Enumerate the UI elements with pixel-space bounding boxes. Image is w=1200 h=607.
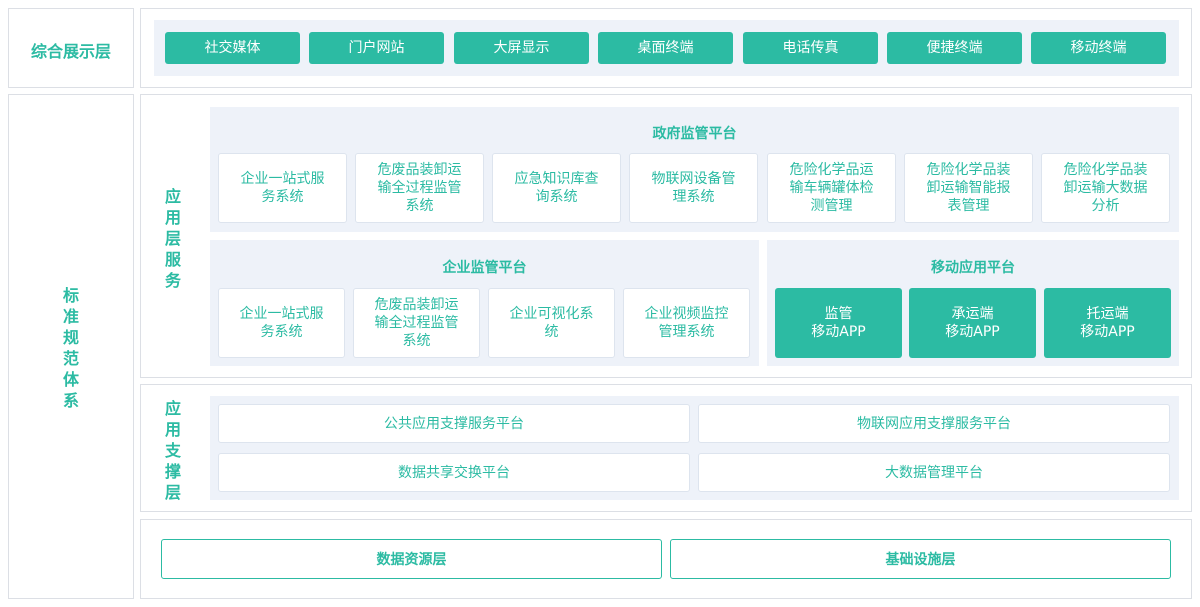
display-item: 门户网站	[309, 32, 444, 64]
display-item: 社交媒体	[165, 32, 300, 64]
infrastructure-layer: 基础设施层	[670, 539, 1171, 579]
display-item: 便捷终端	[887, 32, 1022, 64]
support-platform-card: 公共应用支撑服务平台	[218, 404, 690, 443]
gov-system-card: 危险化学品装卸运输大数据分析	[1041, 153, 1170, 223]
display-layer-label-box	[8, 8, 134, 88]
mobile-app-type: 移动APP	[811, 324, 866, 340]
mobile-app-type: 移动APP	[1080, 324, 1135, 340]
ent-system-card: 企业可视化系统	[488, 288, 615, 358]
standards-label-box	[8, 94, 134, 599]
mobile-app-card: 托运端移动APP	[1044, 288, 1171, 358]
support-layer-label: 应用支撑层	[164, 399, 181, 502]
mobile-app-card: 承运端移动APP	[909, 288, 1036, 358]
standards-label: 标准规范体系	[62, 286, 79, 410]
ent-system-card: 企业一站式服务系统	[218, 288, 345, 358]
gov-system-card: 企业一站式服务系统	[218, 153, 347, 223]
display-item: 大屏显示	[454, 32, 589, 64]
display-layer-label: 综合展示层	[30, 42, 111, 61]
ent-system-card: 危废品装卸运输全过程监管系统	[353, 288, 480, 358]
mobile-app-type: 移动APP	[945, 324, 1000, 340]
display-item: 桌面终端	[598, 32, 733, 64]
mobile-app-name: 承运端	[951, 306, 994, 322]
app-service-layer-label: 应用层服务	[164, 187, 181, 290]
support-platform-card: 大数据管理平台	[698, 453, 1170, 492]
gov-system-card: 危废品装卸运输全过程监管系统	[355, 153, 484, 223]
gov-system-card: 物联网设备管理系统	[629, 153, 758, 223]
mobile-app-name: 托运端	[1086, 306, 1129, 322]
gov-system-card: 危险化学品运输车辆罐体检测管理	[767, 153, 896, 223]
ent-platform-title: 企业监管平台	[442, 260, 527, 276]
gov-system-card: 应急知识库查询系统	[492, 153, 621, 223]
gov-platform-title: 政府监管平台	[652, 126, 737, 142]
support-platform-card: 物联网应用支撑服务平台	[698, 404, 1170, 443]
ent-system-card: 企业视频监控管理系统	[623, 288, 750, 358]
display-item: 电话传真	[743, 32, 878, 64]
data-resource-layer: 数据资源层	[161, 539, 662, 579]
support-platform-card: 数据共享交换平台	[218, 453, 690, 492]
gov-system-card: 危险化学品装卸运输智能报表管理	[904, 153, 1033, 223]
mobile-platform-title: 移动应用平台	[931, 260, 1015, 276]
mobile-app-name: 监管	[824, 306, 853, 322]
display-item: 移动终端	[1031, 32, 1166, 64]
mobile-app-card: 监管移动APP	[775, 288, 902, 358]
